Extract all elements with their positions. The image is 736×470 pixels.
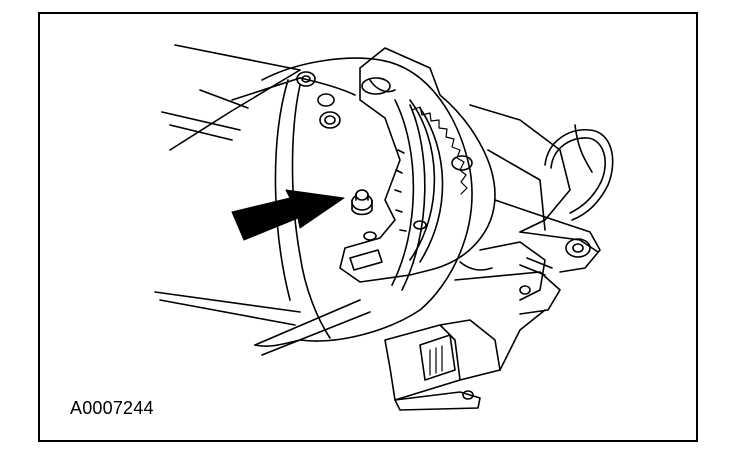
housing xyxy=(254,57,473,347)
gear-sector xyxy=(394,99,468,263)
figure-id-label: A0007244 xyxy=(70,398,154,418)
bolt xyxy=(351,189,373,216)
actuator-assembly xyxy=(454,104,601,315)
connector-block xyxy=(384,309,546,411)
background-panel xyxy=(154,44,371,356)
bracket-plate xyxy=(339,47,496,283)
upper-bolts xyxy=(296,71,341,129)
callout-arrow xyxy=(231,189,345,241)
figure-frame xyxy=(38,12,698,442)
cable xyxy=(544,124,614,221)
